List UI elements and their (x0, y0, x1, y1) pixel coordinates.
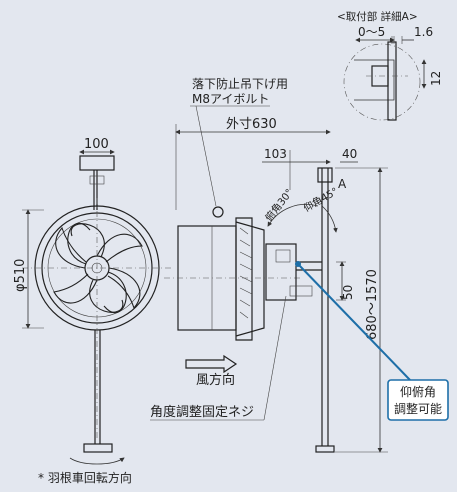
angle-down-label: 俯角30° (262, 186, 295, 224)
bolt-label-line2: M8アイボルト (192, 92, 269, 106)
side-pole (315, 167, 335, 453)
detail-dim-thick: 1.6 (414, 25, 433, 39)
outer-width-label: 外寸630 (226, 117, 277, 132)
diameter-label: φ510 (13, 259, 28, 292)
detail-dim-slot: 12 (429, 71, 443, 86)
rotation-arrow (69, 457, 125, 465)
angle-screw-label: 角度調整固定ネジ (150, 404, 254, 420)
eye-bolt-icon (212, 206, 224, 218)
front-base-plate (83, 443, 113, 453)
side-bracket (265, 243, 322, 301)
detail-dim-gap: 0～5 (358, 25, 385, 39)
callout-line2: 調整可能 (394, 401, 442, 416)
wind-arrow (185, 354, 238, 374)
side-fan-housing (164, 217, 300, 341)
dim-40-label: 40 (342, 147, 357, 161)
marker-a-label: A (338, 177, 347, 191)
angle-up-label: 仰角45° (302, 185, 341, 214)
callout-box (387, 379, 449, 421)
height-range-label: 680～1570 (365, 269, 380, 340)
dim-103-label: 103 (264, 147, 287, 161)
callout-leader (297, 263, 411, 381)
callout-line1: 仰俯角 (400, 384, 436, 399)
front-fan-blades (53, 222, 143, 314)
detail-title: <取付部 詳細A> (337, 10, 418, 23)
detail-a-drawing (343, 36, 421, 121)
rotation-direction-label: * 羽根車回転方向 (38, 470, 132, 485)
front-bracket (79, 155, 115, 171)
dim-50-label: 50 (341, 285, 355, 300)
wind-direction-label: 風方向 (196, 372, 235, 388)
bolt-label-line1: 落下防止吊下げ用 (192, 76, 288, 91)
dim-100-label: 100 (84, 137, 109, 152)
